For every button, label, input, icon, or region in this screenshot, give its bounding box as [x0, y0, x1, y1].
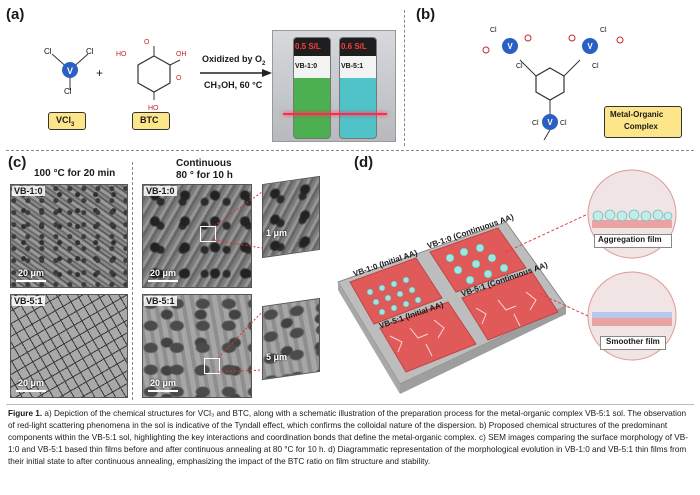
column-1-title: 100 °C for 20 min: [34, 168, 116, 179]
scalebar: [148, 390, 178, 392]
column-2-title-line1: Continuous: [176, 158, 232, 169]
panel-a: (a) V Cl Cl Cl + O OH HO HO O VC: [4, 4, 400, 144]
column-2-title-line2: 80 ° for 10 h: [176, 170, 233, 181]
sem-row1-label: VB-1:0: [12, 186, 45, 196]
reaction-condition-2: CH₃OH, 60 °C: [204, 80, 263, 90]
cl-atom: Cl: [490, 27, 497, 34]
smoother-film-label: Smoother film: [606, 337, 660, 346]
btc-structure: O OH HO HO O: [116, 39, 187, 112]
panel-c-label: (c): [8, 154, 27, 171]
vial-1-label: VB-1:0: [295, 63, 318, 70]
scalebar-label: 20 μm: [18, 268, 45, 278]
panel-d: (d): [330, 152, 696, 404]
v-atom: V: [547, 118, 553, 127]
scalebar: [16, 280, 46, 282]
divider-c: [132, 162, 133, 400]
reaction-arrow: [200, 69, 272, 77]
cl-atom: Cl: [86, 47, 94, 56]
vcl3-label-box: [48, 112, 86, 130]
cl-atom: Cl: [592, 63, 599, 70]
metal-organic-complex-structure: V V V Cl Cl Cl Cl Cl Cl: [482, 27, 624, 141]
aggregation-film-label: Aggregation film: [598, 235, 662, 244]
oh-group: OH: [176, 51, 187, 58]
sem-row1-label-2: VB-1:0: [144, 186, 177, 196]
cl-atom: Cl: [560, 120, 567, 127]
vial-1-concentration: 0.5 S/L: [295, 42, 321, 51]
btc-label-box: [132, 112, 170, 130]
panel-a-label: (a): [6, 6, 25, 23]
laser-beam: [283, 113, 387, 115]
cl-atom: Cl: [532, 120, 539, 127]
reaction-condition-1: Oxidized by O2: [202, 54, 266, 67]
cl-atom: Cl: [64, 87, 72, 94]
sem-vb51-continuous: [142, 294, 252, 398]
divider-bottom: [6, 404, 694, 405]
cl-atom: Cl: [600, 27, 607, 34]
zoom-box-1: [200, 226, 216, 242]
scalebar-label: 20 μm: [18, 378, 45, 388]
panel-d-label: (d): [354, 154, 374, 171]
v-atom: V: [587, 42, 593, 51]
o-atom: O: [176, 75, 182, 82]
figure-caption: Figure 1. a) Depiction of the chemical s…: [8, 408, 694, 468]
panel-b: (b) V V V Cl Cl Cl Cl Cl Cl M: [410, 4, 696, 144]
o-atom: O: [144, 39, 150, 46]
sem-row2-label-2: VB-5:1: [144, 296, 177, 306]
vial-2: [339, 37, 377, 139]
sem-vb51-initial: [10, 294, 128, 398]
vial-2-label: VB-5:1: [341, 63, 364, 70]
cl-atom: Cl: [516, 63, 523, 70]
panel-c: (c) 100 °C for 20 min Continuous 80 ° fo…: [4, 152, 324, 404]
complex-label-box: [604, 106, 682, 138]
scalebar-label: 20 μm: [150, 268, 177, 278]
panel-b-label: (b): [416, 6, 436, 23]
complex-label-line2: Complex: [624, 122, 658, 131]
smoother-film-label-box: [600, 336, 666, 350]
sem-vb10-continuous: [142, 184, 252, 288]
vials-photo: 0.5 S/L 0.6 S/L VB-1:0 VB-5:1: [272, 30, 396, 142]
vcl3-label: VCl3: [56, 115, 75, 128]
cl-atom: Cl: [44, 47, 52, 56]
caption-text: a) Depiction of the chemical structures …: [8, 409, 688, 466]
scalebar: [148, 280, 178, 282]
scalebar-label: 5 μm: [266, 352, 288, 362]
v-atom: V: [507, 42, 513, 51]
v-atom: V: [67, 66, 73, 76]
scalebar-label: 1 μm: [266, 228, 288, 238]
vial-2-concentration: 0.6 S/L: [341, 42, 367, 51]
aggregation-film-label-box: [594, 234, 672, 248]
plus-sign: +: [96, 66, 104, 80]
ho-group: HO: [116, 51, 127, 58]
scalebar: [16, 390, 46, 392]
vcl3-structure: V Cl Cl Cl: [44, 47, 94, 94]
ho-group: HO: [148, 105, 159, 112]
zoom-box-2: [204, 358, 220, 374]
divider-top: [6, 150, 694, 151]
scalebar-label: 20 μm: [150, 378, 177, 388]
btc-label: BTC: [140, 115, 159, 125]
zoom-connector-lines: [213, 191, 263, 373]
sem-row2-label: VB-5:1: [12, 296, 45, 306]
sem-vb10-initial: [10, 184, 128, 288]
caption-heading: Figure 1.: [8, 409, 43, 418]
film-diagram: [337, 169, 677, 394]
divider-ab: [404, 10, 405, 146]
vial-1: [293, 37, 331, 139]
complex-label-line1: Metal-Organic: [610, 110, 664, 119]
